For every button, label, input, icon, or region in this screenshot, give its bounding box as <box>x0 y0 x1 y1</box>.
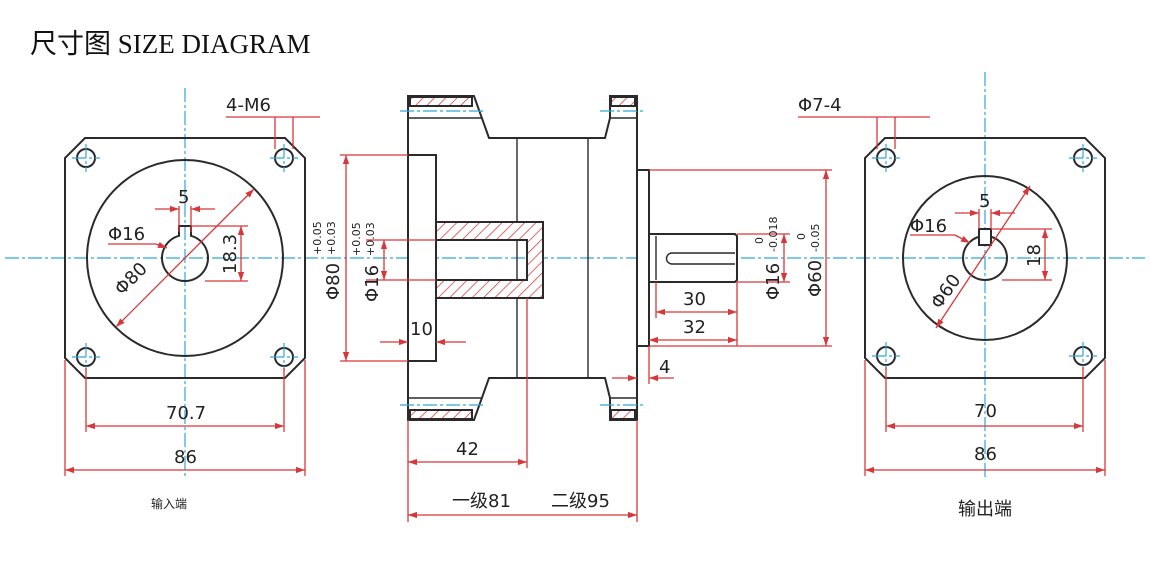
shoulder-label: 4 <box>659 357 670 378</box>
shaft-length-label: 32 <box>683 317 706 338</box>
input-flange-width-label: 86 <box>174 447 197 468</box>
top-hole-section-left <box>409 96 473 107</box>
input-key-height-label: 18.3 <box>220 234 241 274</box>
output-hole-spacing-label: 70 <box>974 401 997 422</box>
pilot-tol-upper: +0.05 <box>311 221 324 255</box>
shaft-diameter-label: Φ16 <box>763 263 784 300</box>
output-pilot-tol-lower: -0.05 <box>809 224 822 252</box>
output-shaft-key <box>978 228 992 246</box>
length-stage2-label: 二级95 <box>551 491 610 512</box>
output-end-view: Φ7-4 5 Φ16 Φ60 18 70 86 输出端 <box>798 72 1106 520</box>
shaft-keyway <box>665 252 735 265</box>
input-large-circle <box>86 159 284 357</box>
length-stage1-label: 一级81 <box>452 491 511 512</box>
output-key-height-label: 18 <box>1024 244 1045 267</box>
shaft-tol-upper: 0 <box>753 237 766 244</box>
input-bore-tol-lower: +0.03 <box>364 222 377 256</box>
shaft-tol-lower: -0.018 <box>767 217 780 252</box>
input-bore-diameter-label: Φ16 <box>362 265 383 302</box>
output-pilot-label: Φ60 <box>805 260 826 297</box>
output-key-width-label: 5 <box>979 191 990 212</box>
output-large-circle <box>902 175 1068 341</box>
pilot-diameter-label: Φ80 <box>323 263 344 300</box>
input-bolt-holes <box>72 144 298 371</box>
pilot-tol-lower: +0.03 <box>325 221 338 255</box>
side-section-view: Φ80 +0.05 +0.03 Φ16 +0.05 +0.03 10 42 一级… <box>311 95 832 522</box>
input-circle-label: Φ80 <box>111 258 152 299</box>
input-bore-tol-upper: +0.05 <box>350 222 363 256</box>
input-hole-callout: 4-M6 <box>226 95 271 116</box>
input-end-caption: 输入端 <box>151 496 187 511</box>
output-hole-callout: Φ7-4 <box>798 95 842 116</box>
input-bore-label: Φ16 <box>108 224 145 245</box>
pilot-depth-label: 10 <box>410 319 433 340</box>
output-end-caption: 输出端 <box>958 499 1012 520</box>
input-depth-label: 42 <box>456 439 479 460</box>
shaft-key-length-label: 30 <box>683 289 706 310</box>
bottom-hole-section-right <box>610 409 636 420</box>
input-flange-outline <box>64 137 306 379</box>
output-flange-width-label: 86 <box>974 444 997 465</box>
page-title: 尺寸图 SIZE DIAGRAM <box>30 29 311 59</box>
output-bolt-holes <box>872 144 1097 370</box>
output-shaft <box>648 233 738 283</box>
output-shaft-label: Φ16 <box>910 216 947 237</box>
output-pilot-tol-upper: 0 <box>795 233 808 240</box>
input-end-view: 4-M6 5 Φ16 Φ80 18.3 70.7 86 输入端 <box>64 88 320 511</box>
output-flange-outline <box>864 137 1106 379</box>
input-pilot <box>407 154 437 362</box>
input-hole-spacing-label: 70.7 <box>166 403 206 424</box>
top-hole-section-right <box>610 96 636 107</box>
output-flange-face <box>636 169 650 347</box>
input-key-width-label: 5 <box>178 187 189 208</box>
input-coupling-section <box>435 221 544 299</box>
bottom-hole-section-left <box>409 409 473 420</box>
